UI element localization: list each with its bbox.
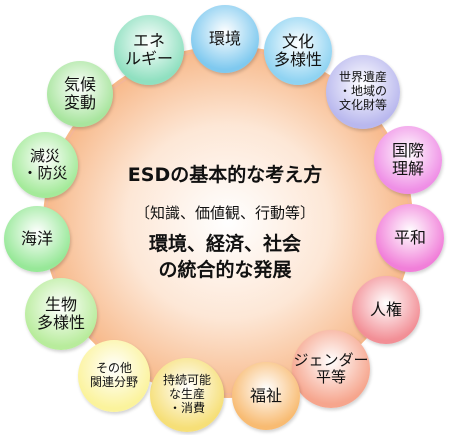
topic-label-welfare: 福祉 xyxy=(249,385,282,405)
topic-node-world-heritage: 世界遺産 ・地域の 文化財等 xyxy=(326,55,400,129)
topic-label-world-heritage: 世界遺産 ・地域の 文化財等 xyxy=(338,70,387,112)
topic-node-climate-change: 気候 変動 xyxy=(47,61,113,127)
topic-node-cultural-diversity: 文化 多様性 xyxy=(264,17,332,85)
central-hub xyxy=(43,46,413,398)
topic-label-sustainable-production: 持続可能 な生産 ・消費 xyxy=(162,373,211,415)
topic-node-environment: 環境 xyxy=(191,5,259,73)
topic-node-energy: エネ ルギー xyxy=(114,15,184,85)
topic-node-sustainable-production: 持続可能 な生産 ・消費 xyxy=(150,358,224,432)
center-title: ESDの基本的な考え方 xyxy=(127,164,323,186)
topic-label-biodiversity: 生物 多様性 xyxy=(36,294,85,332)
topic-node-ocean: 海洋 xyxy=(4,206,70,272)
topic-label-cultural-diversity: 文化 多様性 xyxy=(273,31,322,69)
center-body: 環境、経済、社会 の統合的な発展 xyxy=(148,233,301,281)
topic-label-international-understanding: 国際 理解 xyxy=(391,140,424,178)
topic-label-climate-change: 気候 変動 xyxy=(63,74,96,112)
topic-label-ocean: 海洋 xyxy=(20,228,53,248)
topic-node-welfare: 福祉 xyxy=(232,362,300,430)
topic-label-environment: 環境 xyxy=(208,28,241,48)
topic-node-biodiversity: 生物 多様性 xyxy=(25,278,97,350)
topic-label-energy: エネ ルギー xyxy=(124,30,173,68)
topic-label-gender-equality: ジェンダー 平等 xyxy=(293,350,369,386)
topic-node-peace: 平和 xyxy=(376,204,444,272)
topic-node-other-fields: その他 関連分野 xyxy=(78,340,150,412)
topic-node-disaster-reduction: 減災 ・防災 xyxy=(12,132,78,198)
topic-node-human-rights: 人権 xyxy=(352,276,420,344)
topic-label-other-fields: その他 関連分野 xyxy=(89,361,138,389)
topic-node-gender-equality: ジェンダー 平等 xyxy=(292,330,370,408)
center-subtitle: 〔知識、価値観、行動等〕 xyxy=(134,204,315,222)
topic-node-international-understanding: 国際 理解 xyxy=(374,126,442,194)
topic-label-human-rights: 人権 xyxy=(369,299,402,319)
topic-label-peace: 平和 xyxy=(393,227,426,247)
topic-label-disaster-reduction: 減災 ・防災 xyxy=(22,146,68,182)
